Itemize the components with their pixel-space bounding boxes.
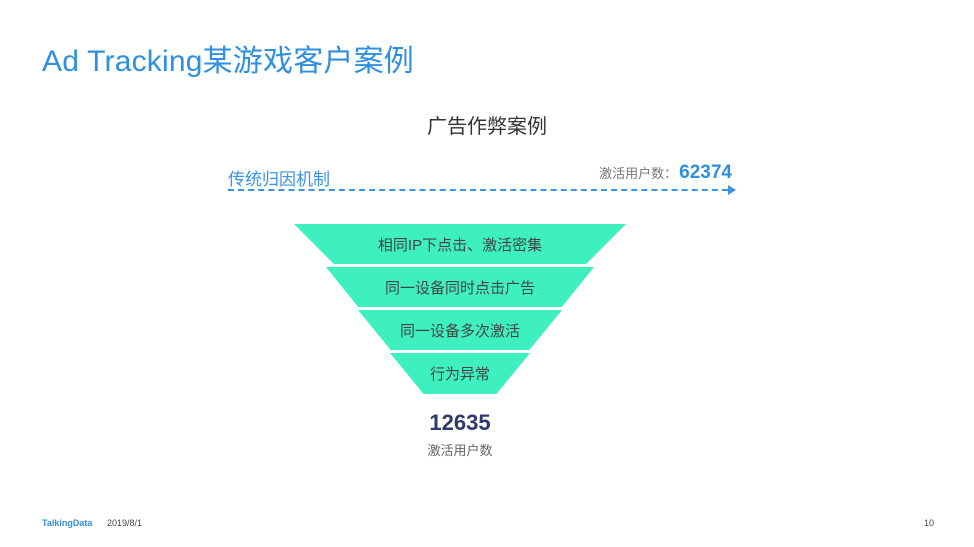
result-activation-value: 12635 <box>429 410 491 435</box>
legacy-activation-value: 62374 <box>679 162 732 183</box>
funnel-layer-ip-density: 相同IP下点击、激活密集 <box>294 224 626 264</box>
legacy-activation: 激活用户数： 62374 <box>599 162 732 184</box>
dashed-arrow-line <box>228 189 728 191</box>
funnel-layer-label: 同一设备同时点击广告 <box>384 279 535 297</box>
funnel-layer-same-device-click: 同一设备同时点击广告 <box>326 267 594 307</box>
page-number: 10 <box>923 518 934 528</box>
diagram-subtitle: 广告作弊案例 <box>427 116 547 138</box>
funnel-layer-multiple-activation: 同一设备多次激活 <box>358 310 562 350</box>
brand-logo: TalkingData <box>42 518 93 528</box>
page-title: Ad Tracking某游戏客户案例 <box>42 45 415 78</box>
footer-date: 2019/8/1 <box>107 518 143 528</box>
funnel-layer-abnormal-behavior: 行为异常 <box>390 353 530 394</box>
legacy-activation-label: 激活用户数： <box>599 166 678 181</box>
funnel-layer-label: 相同IP下点击、激活密集 <box>377 236 543 254</box>
result-activation-label: 激活用户数 <box>427 443 493 458</box>
funnel-layer-label: 同一设备多次激活 <box>399 322 520 340</box>
legacy-attribution-label: 传统归因机制 <box>228 170 330 189</box>
funnel-layer-label: 行为异常 <box>429 366 490 383</box>
arrow-head-icon <box>728 185 736 195</box>
